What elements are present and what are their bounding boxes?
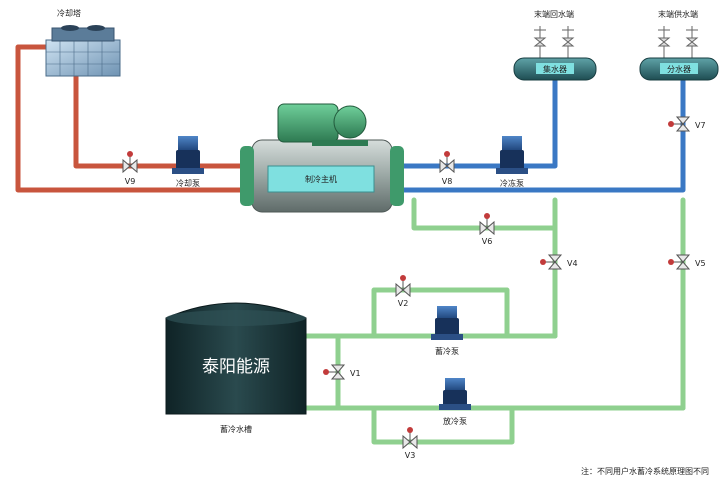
- valve-v1: V1: [323, 364, 361, 380]
- valve-v4: V4: [540, 254, 578, 270]
- storage-pipes: [300, 197, 686, 445]
- valve-label-v8: V8: [442, 177, 453, 186]
- valve-v8: V8: [439, 151, 455, 186]
- chilled-pump-label: 冷冻泵: [500, 178, 524, 188]
- valve-v7: V7: [668, 116, 706, 132]
- discharge-pump-label: 放冷泵: [443, 416, 467, 426]
- footnote: 注：不同用户水蓄冷系统原理图不同: [581, 466, 709, 476]
- cooling-tower: 冷却塔: [45, 8, 121, 77]
- valve-label-v2: V2: [398, 299, 409, 308]
- valve-label-v3: V3: [405, 451, 416, 460]
- valve-label-v1: V1: [350, 369, 361, 378]
- chilled-pump: 冷冻泵: [496, 136, 528, 188]
- supply-header-title: 末端供水端: [658, 9, 698, 19]
- return-header: 末端回水端 集水器: [513, 9, 597, 81]
- valve-label-v6: V6: [482, 237, 493, 246]
- cooling-tower-label: 冷却塔: [57, 8, 81, 18]
- valve-label-v4: V4: [567, 259, 578, 268]
- valve-v2: V2: [395, 275, 411, 308]
- cooling-pump-label: 冷却泵: [176, 178, 200, 188]
- supply-header: 末端供水端 分水器: [639, 9, 719, 81]
- cooling-pump: 冷却泵: [172, 136, 204, 188]
- charge-pump: 蓄冷泵: [431, 306, 463, 356]
- charge-pump-label: 蓄冷泵: [435, 346, 459, 356]
- valve-label-v7: V7: [695, 121, 706, 130]
- chiller: 制冷主机: [240, 103, 404, 213]
- return-header-label: 集水器: [543, 64, 567, 74]
- tank-brand: 泰阳能源: [202, 357, 270, 377]
- valve-v6: V6: [479, 213, 495, 246]
- storage-tank: 泰阳能源 蓄冷水槽: [165, 302, 307, 434]
- valve-v3: V3: [402, 427, 418, 460]
- valve-label-v9: V9: [125, 177, 136, 186]
- return-header-title: 末端回水端: [534, 9, 574, 19]
- supply-header-label: 分水器: [667, 64, 691, 74]
- valve-v5: V5: [668, 254, 706, 270]
- valve-v9: V9: [122, 151, 138, 186]
- valve-label-v5: V5: [695, 259, 706, 268]
- discharge-pump: 放冷泵: [439, 378, 471, 426]
- chilled-pipes: [395, 78, 686, 193]
- chiller-label: 制冷主机: [305, 174, 337, 184]
- tank-label: 蓄冷水槽: [220, 424, 252, 434]
